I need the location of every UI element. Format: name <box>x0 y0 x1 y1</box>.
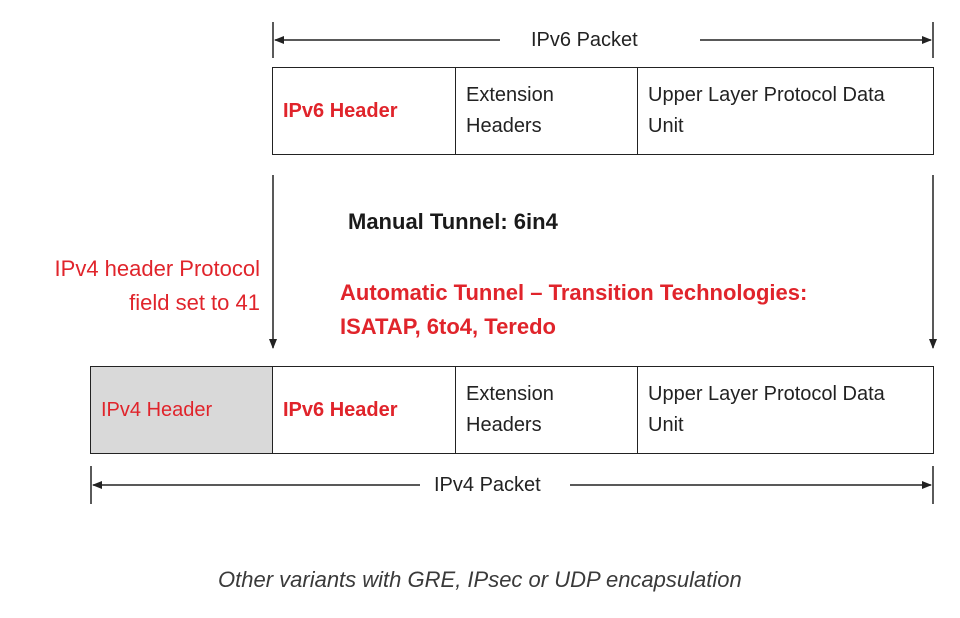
automatic-tunnel-note: Automatic Tunnel – Transition Technologi… <box>340 280 808 339</box>
manual-tunnel-note: Manual Tunnel: 6in4 <box>348 209 558 234</box>
extension-headers-cell: Extension Headers <box>456 68 638 154</box>
ipv6-packet-label: IPv6 Packet <box>519 28 650 52</box>
protocol-field-note: IPv4 header Protocol field set to 41 <box>54 256 260 315</box>
upper-layer-pdu-cell: Upper Layer Protocol Data Unit <box>648 84 885 137</box>
ipv6-header-cell: IPv6 Header <box>273 367 456 453</box>
extension-headers-cell: Extension Headers <box>456 367 638 453</box>
ipv6-packet: IPv6 Header Extension Headers Upper Laye… <box>272 67 934 155</box>
upper-layer-pdu-cell: Upper Layer Protocol Data Unit <box>648 383 885 436</box>
footnote: Other variants with GRE, IPsec or UDP en… <box>218 567 742 592</box>
ipv4-packet: IPv4 Header IPv6 Header Extension Header… <box>90 366 934 454</box>
ipv4-packet-label: IPv4 Packet <box>422 473 553 497</box>
ipv4-header-cell: IPv4 Header <box>91 367 273 453</box>
ipv6-header-cell: IPv6 Header <box>273 68 456 154</box>
